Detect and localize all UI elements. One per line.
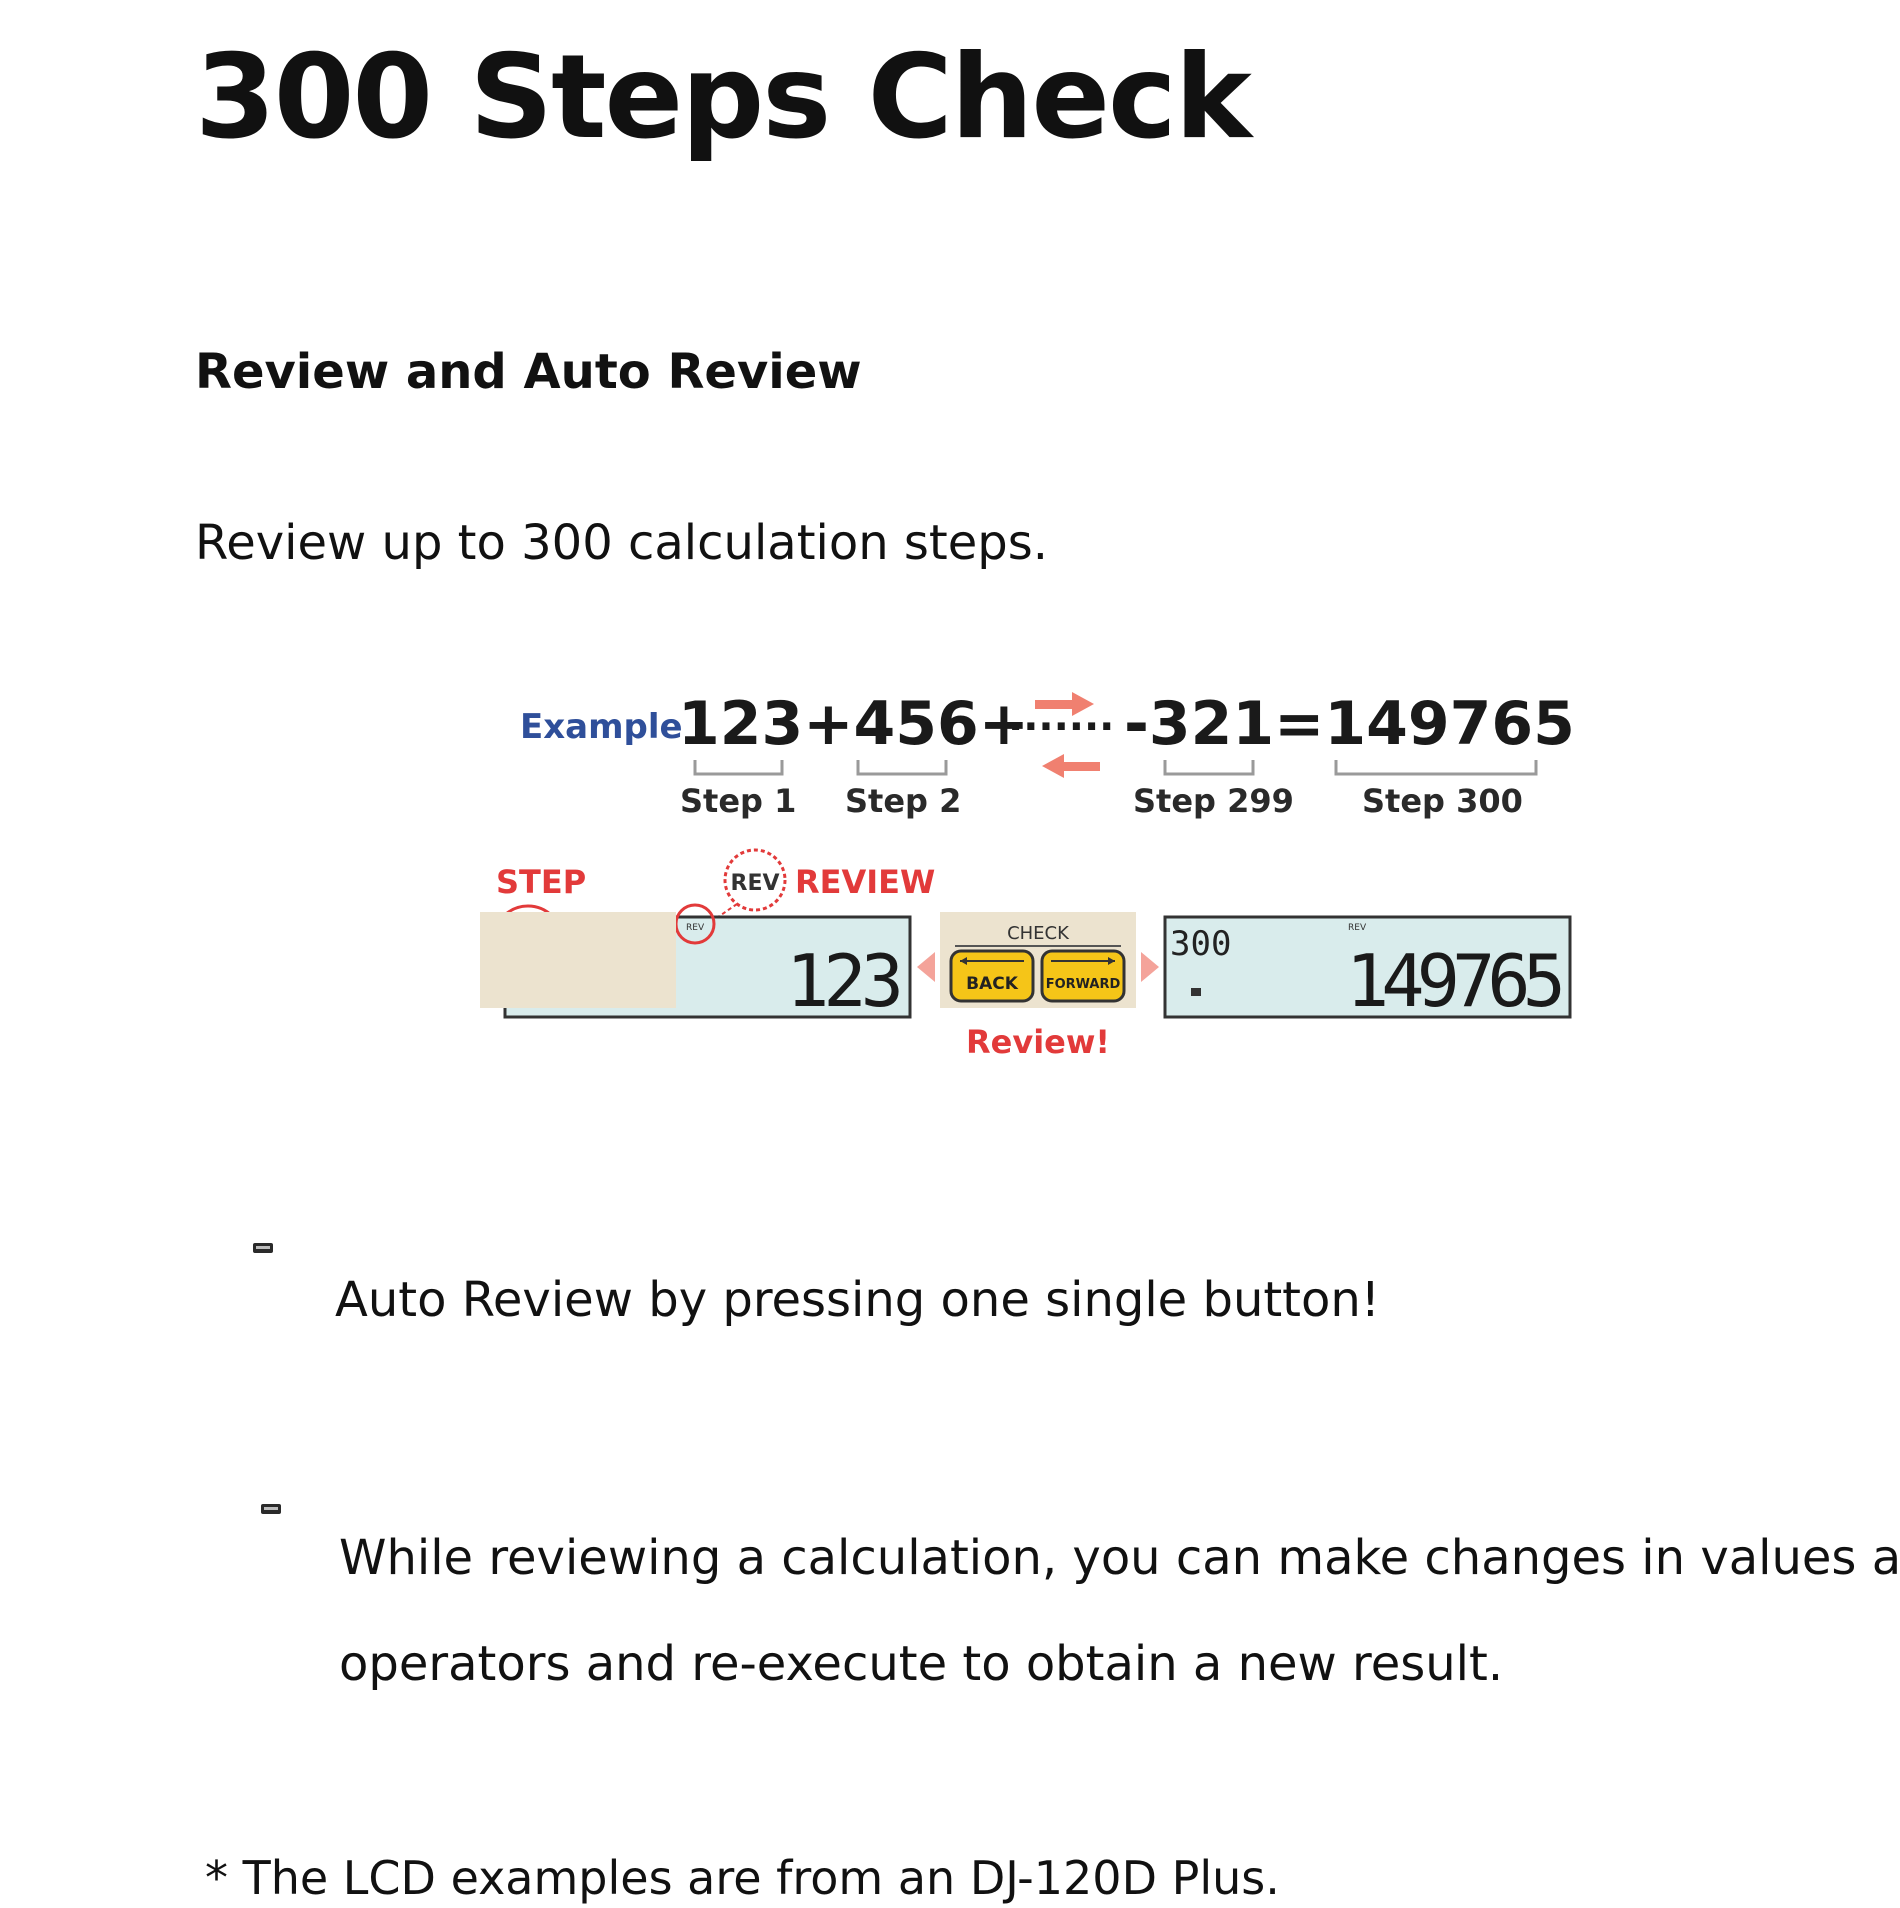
step-label-299: Step 299 [1133,782,1294,820]
lcd-right-step-counter: 300 [1170,924,1231,964]
right-pointer-arrow-icon [1141,952,1159,982]
expression-left: 123+456+ [678,689,1029,759]
forward-arrow-icon [1035,692,1094,716]
lcd-right: 300 REV 149765 [1163,915,1572,1023]
check-panel-title: CHECK [1007,923,1070,944]
bullet-text-2-line-2: operators and re-execute to obtain a new… [339,1636,1504,1692]
expression-dots: ······· [1008,704,1114,750]
step-label-300: Step 300 [1362,782,1523,820]
review-callout: REVIEW [795,863,935,901]
forward-button-label: FORWARD [1046,977,1121,992]
bullet-text-1: Auto Review by pressing one single butto… [335,1272,1381,1328]
lcd-left-rev-mark: REV [686,923,705,933]
step-label-1: Step 1 [680,782,796,820]
keyboard-icon [253,1243,273,1253]
lcd-right-rev-mark: REV [1348,923,1367,933]
review-exclaim: Review! [966,1023,1110,1061]
example-label: Example [520,707,683,747]
rev-badge: REV [723,848,787,912]
left-pointer-arrow-icon [917,952,935,982]
lcd-right-value: 149765 [1346,939,1561,1023]
bullet-text-2-line-1: While reviewing a calculation, you can m… [339,1530,1900,1586]
page-title: 300 Steps Check [195,30,1252,165]
keyboard-icon [261,1504,281,1514]
footnote: * The LCD examples are from an DJ-120D P… [205,1851,1280,1905]
back-button[interactable]: BACK [949,949,1035,1003]
step-brackets [693,760,1538,776]
step-label-2: Step 2 [845,782,961,820]
review-diagram: Example 123+456+ ······· -321=149765 Ste… [480,660,1600,1080]
rev-badge-label: REV [731,871,780,896]
lcd-left-value: 123 [786,939,899,1023]
intro-text: Review up to 300 calculation steps. [195,515,1048,571]
expression-right: -321=149765 [1124,689,1575,759]
forward-button[interactable]: FORWARD [1040,949,1126,1003]
back-button-label: BACK [966,974,1019,994]
section-heading: Review and Auto Review [195,344,862,400]
step-callout: STEP [496,863,586,901]
lcd-memory-indicator-icon [1191,988,1201,996]
review-diagram-svg: Example 123+456+ ······· -321=149765 Ste… [480,689,1575,1061]
back-arrow-icon [1042,754,1100,778]
